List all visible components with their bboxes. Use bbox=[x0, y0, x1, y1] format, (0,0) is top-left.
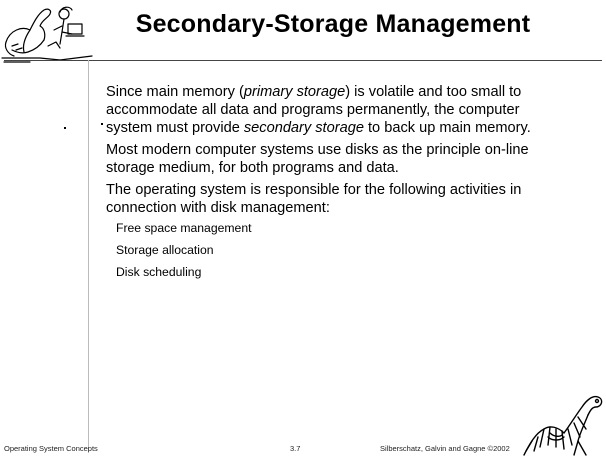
sub-item-storage-allocation: Storage allocation bbox=[116, 243, 214, 257]
stray-mark bbox=[101, 123, 103, 125]
stray-mark bbox=[64, 127, 66, 129]
paragraph-primary-storage: Since main memory (primary storage) is v… bbox=[106, 83, 566, 137]
left-margin-rule bbox=[88, 60, 89, 452]
text-run: Since main memory ( bbox=[106, 84, 244, 100]
sub-item-free-space: Free space management bbox=[116, 221, 252, 235]
sub-item-disk-scheduling: Disk scheduling bbox=[116, 265, 202, 279]
paragraph-disks: Most modern computer systems use disks a… bbox=[106, 142, 529, 176]
text-run: ) is volatile and too small to accommoda… bbox=[106, 84, 522, 136]
footer-authors: Silberschatz, Galvin and Gagne ©2002 bbox=[380, 444, 510, 453]
footer-page-number: 3.7 bbox=[290, 444, 301, 453]
emphasis-primary-storage: primary storage bbox=[243, 84, 346, 100]
slide-body: Since main memory (primary storage) is v… bbox=[106, 83, 566, 287]
footer-course: Operating System Concepts bbox=[4, 444, 98, 453]
title-divider bbox=[4, 60, 602, 61]
paragraph-os-responsibility: The operating system is responsible for … bbox=[106, 182, 522, 216]
slide-title: Secondary-Storage Management bbox=[135, 10, 531, 38]
dinosaur-logo-icon bbox=[0, 0, 95, 70]
text-run: to back up main memory. bbox=[363, 120, 531, 136]
dinosaur-skeleton-icon bbox=[520, 385, 606, 458]
emphasis-secondary-storage: secondary storage bbox=[243, 120, 364, 136]
